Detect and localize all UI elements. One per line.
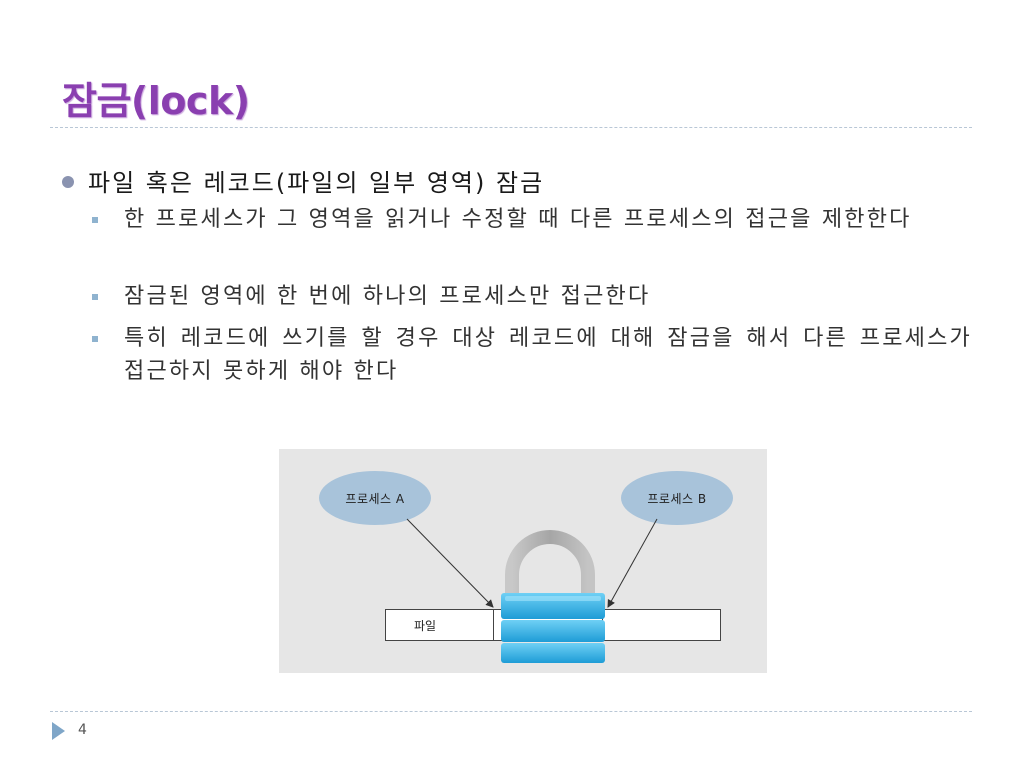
sub-bullet-1: 한 프로세스가 그 영역을 읽거나 수정할 때 다른 프로세스의 접근을 제한한… [92, 203, 972, 236]
sub-bullet-text: 잠금된 영역에 한 번에 하나의 프로세스만 접근한다 [124, 284, 651, 309]
sub-bullet-text: 한 프로세스가 그 영역을 읽거나 수정할 때 다른 프로세스의 접근을 제한한… [124, 207, 912, 232]
main-bullet: 파일 혹은 레코드(파일의 일부 영역) 잠금 [62, 163, 544, 198]
lock-diagram: 프로세스 A 프로세스 B 파일 [279, 449, 767, 673]
process-a-bubble: 프로세스 A [319, 471, 431, 525]
padlock-icon [501, 530, 605, 663]
square-bullet-icon [92, 294, 98, 300]
sub-bullet-3: 특히 레코드에 쓰기를 할 경우 대상 레코드에 대해 잠금을 해서 다른 프로… [92, 322, 972, 388]
title-divider [50, 127, 972, 128]
sub-bullet-text: 특히 레코드에 쓰기를 할 경우 대상 레코드에 대해 잠금을 해서 다른 프로… [124, 326, 972, 384]
process-b-bubble: 프로세스 B [621, 471, 733, 525]
footer-divider [50, 711, 972, 712]
play-arrow-icon [52, 722, 65, 740]
arrow-a [406, 518, 494, 608]
process-a-label: 프로세스 A [345, 491, 405, 506]
square-bullet-icon [92, 217, 98, 223]
file-divider [493, 610, 494, 640]
page-number: 4 [78, 722, 87, 738]
file-label: 파일 [414, 619, 437, 633]
process-b-label: 프로세스 B [647, 491, 707, 506]
bullet-dot-icon [62, 176, 74, 188]
arrow-b [607, 518, 658, 608]
square-bullet-icon [92, 336, 98, 342]
diagram-overlay [406, 518, 658, 663]
slide-title: 잠금(lock) [62, 79, 250, 123]
main-bullet-text: 파일 혹은 레코드(파일의 일부 영역) 잠금 [88, 169, 545, 197]
sub-bullet-2: 잠금된 영역에 한 번에 하나의 프로세스만 접근한다 [92, 280, 972, 313]
